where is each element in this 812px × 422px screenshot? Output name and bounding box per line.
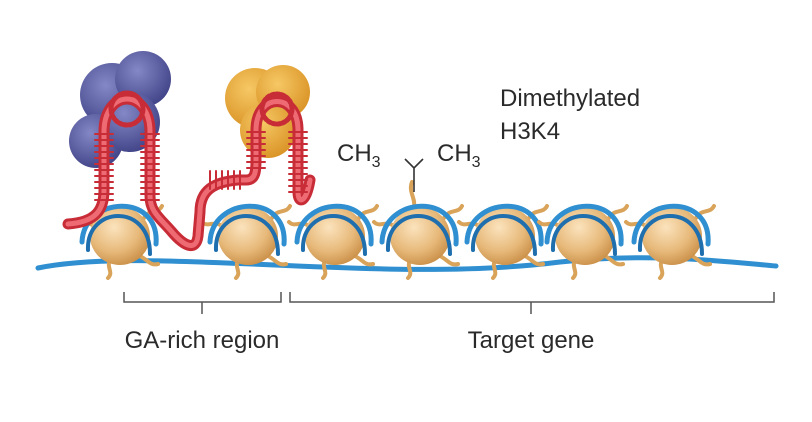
region-label-ga-rich: GA-rich region <box>125 327 280 354</box>
bracket-target-gene <box>289 292 775 314</box>
region-label-target-gene: Target gene <box>468 327 595 354</box>
nucleosome <box>457 203 549 280</box>
dna-wrap <box>85 214 152 256</box>
methyl-right-label: CH3 <box>437 140 481 171</box>
dna-wrap <box>385 214 452 256</box>
dna-wrap <box>207 203 287 247</box>
nucleosome <box>372 180 464 280</box>
rna-loop-left <box>108 90 146 128</box>
nucleosome <box>287 203 379 280</box>
rna-loop-right <box>259 91 295 127</box>
histone-tails <box>287 204 379 280</box>
histone-tails <box>200 204 292 280</box>
dna-wrap <box>470 214 537 256</box>
dna-wrap <box>379 203 459 247</box>
modification-label-line1: Dimethylated <box>500 85 640 112</box>
methyl-marks: CH3 CH3 <box>337 140 481 192</box>
histone-tails <box>457 204 549 280</box>
bracket-ga-rich <box>123 292 282 314</box>
dna-wrap <box>213 214 280 256</box>
protein-complex-left <box>69 51 171 168</box>
dna-wrap <box>464 203 544 247</box>
dna-wrap <box>544 203 624 247</box>
histone-tails <box>537 204 629 280</box>
nucleosome <box>537 203 629 280</box>
dna-wrap <box>550 214 617 256</box>
nucleosome <box>200 203 292 280</box>
rna-molecule <box>62 90 316 251</box>
methyl-left-label: CH3 <box>337 140 381 171</box>
dna-wrap <box>79 203 159 247</box>
dna-wrap <box>294 203 374 247</box>
nucleosome <box>624 203 716 280</box>
modification-label-line2: H3K4 <box>500 118 560 145</box>
histone-tails <box>624 204 716 280</box>
dna-wrap <box>637 214 704 256</box>
histone-tails <box>372 204 464 280</box>
dna-wrap <box>300 214 367 256</box>
dna-wrap <box>631 203 711 247</box>
